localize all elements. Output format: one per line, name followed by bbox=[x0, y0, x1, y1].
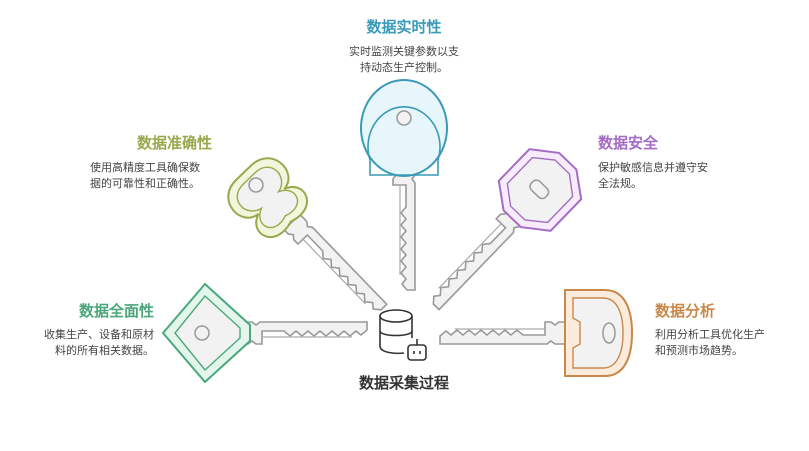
desc-line: 和预测市场趋势。 bbox=[655, 344, 743, 357]
desc-line: 收集生产、设备和原材 bbox=[44, 328, 154, 341]
title-completeness: 数据全面性 bbox=[78, 302, 154, 320]
desc-analysis: 利用分析工具优化生产 和预测市场趋势。 bbox=[655, 327, 795, 359]
key-head-security bbox=[497, 148, 583, 232]
key-analysis bbox=[439, 321, 566, 345]
title-realtime: 数据实时性 bbox=[366, 18, 442, 36]
desc-line: 实时监测关键参数以支 bbox=[349, 45, 459, 58]
desc-security: 保护敏感信息并遵守安 全法规。 bbox=[598, 160, 738, 192]
key-accuracy bbox=[283, 213, 388, 321]
key-security bbox=[422, 203, 527, 311]
center-label: 数据采集过程 bbox=[358, 374, 449, 392]
key-head-realtime bbox=[360, 79, 448, 177]
desc-line: 利用分析工具优化生产 bbox=[655, 328, 765, 341]
desc-line: 持动态生产控制。 bbox=[360, 61, 448, 74]
title-analysis: 数据分析 bbox=[655, 302, 716, 320]
key-head-analysis bbox=[564, 289, 634, 377]
database-robot-icon bbox=[379, 309, 427, 361]
title-security: 数据安全 bbox=[598, 134, 659, 152]
key-realtime bbox=[392, 164, 416, 291]
desc-realtime: 实时监测关键参数以支 持动态生产控制。 bbox=[304, 44, 504, 76]
desc-accuracy: 使用高精度工具确保数 据的可靠性和正确性。 bbox=[90, 160, 230, 192]
key-head-completeness bbox=[161, 282, 251, 384]
desc-line: 料的所有相关数据。 bbox=[55, 344, 154, 357]
title-accuracy: 数据准确性 bbox=[136, 134, 212, 152]
desc-line: 保护敏感信息并遵守安 bbox=[598, 161, 708, 174]
desc-line: 据的可靠性和正确性。 bbox=[90, 177, 200, 190]
key-completeness bbox=[241, 321, 368, 345]
desc-line: 全法规。 bbox=[598, 177, 642, 190]
desc-line: 使用高精度工具确保数 bbox=[90, 161, 200, 174]
desc-completeness: 收集生产、设备和原材 料的所有相关数据。 bbox=[0, 327, 154, 359]
